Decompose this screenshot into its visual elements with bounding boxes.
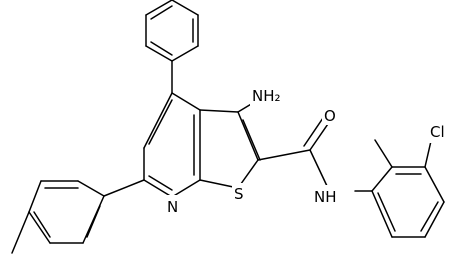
carbonyl-oxygen-label: O	[324, 107, 336, 125]
thiophene-ring	[199, 109, 261, 189]
amino-label: NH₂	[252, 87, 281, 105]
pyridine-ring	[143, 92, 201, 198]
phenyl-ring	[145, 0, 199, 62]
thiophene-sulfur-label: S	[234, 185, 244, 203]
tolyl-ring	[11, 179, 145, 254]
amide-nh-label: NH	[314, 188, 337, 206]
amide-group	[257, 117, 331, 187]
chloro-label: Cl	[430, 123, 445, 141]
chloromethylphenyl-ring	[354, 139, 445, 238]
pyridine-nitrogen-label: N	[167, 198, 178, 216]
